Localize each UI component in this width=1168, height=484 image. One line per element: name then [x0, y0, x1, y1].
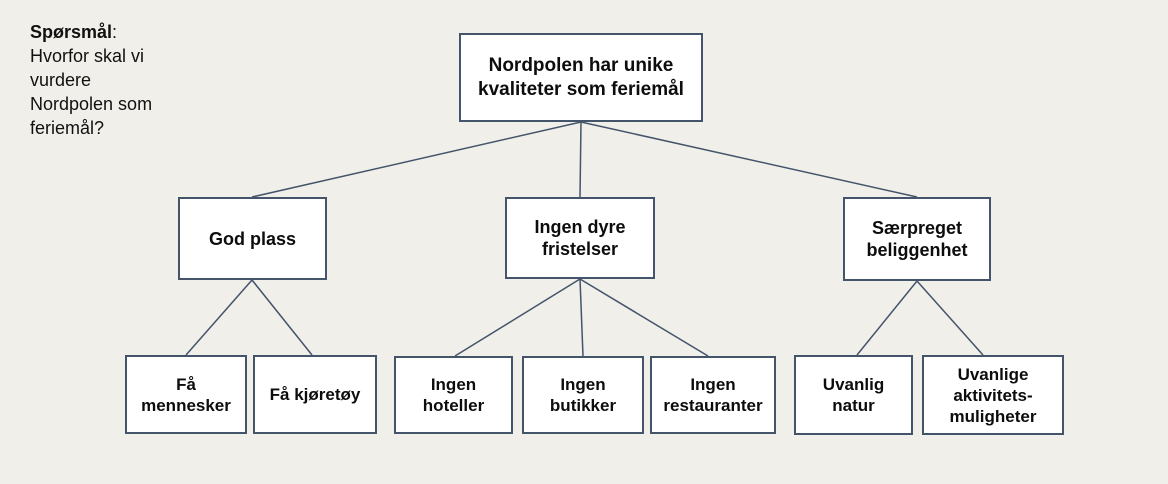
question-text: Hvorfor skal vi vurdere Nordpolen som fe… — [30, 46, 153, 138]
node-root: Nordpolen har unike kvaliteter som ferie… — [459, 33, 703, 122]
question-label: Spørsmål — [30, 22, 113, 42]
node-uvanlig-natur: Uvanlig natur — [794, 355, 913, 435]
node-ingen-butikker-label: Ingen butikker — [549, 375, 617, 415]
connector-godplass-kjoretoy — [251, 279, 313, 356]
connector-ingendyre-hoteller — [454, 278, 581, 357]
connector-root-ingen-dyre — [579, 121, 582, 198]
node-faa-mennesker-label: Få mennesker — [141, 374, 231, 415]
node-saerpreget-beliggenhet-label: Særpreget beliggenhet — [866, 218, 968, 260]
node-ingen-dyre-fristelser: Ingen dyre fristelser — [505, 197, 655, 279]
question-block: Spørsmål: Hvorfor skal vi vurdere Nordpo… — [30, 20, 210, 140]
node-god-plass-label: God plass — [208, 228, 297, 249]
connector-root-god-plass — [251, 121, 582, 198]
node-ingen-restauranter-label: Ingen restauranter — [663, 375, 763, 415]
connector-saerpreget-natur — [856, 280, 918, 356]
node-faa-kjoretoy-label: Få kjøretøy — [269, 385, 361, 404]
node-ingen-dyre-fristelser-label: Ingen dyre fristelser — [534, 217, 626, 259]
question-colon: : — [112, 22, 118, 42]
connector-ingendyre-restauranter — [579, 278, 709, 357]
node-ingen-hoteller-label: Ingen hoteller — [422, 375, 485, 415]
node-uvanlige-aktivitetsmuligheter: Uvanlige aktivitets- muligheter — [922, 355, 1064, 435]
node-root-label: Nordpolen har unike kvaliteter som ferie… — [478, 54, 684, 100]
node-ingen-restauranter: Ingen restauranter — [650, 356, 776, 434]
connector-godplass-mennesker — [185, 279, 253, 356]
node-faa-mennesker: Få mennesker — [125, 355, 247, 434]
node-uvanlige-aktivitetsmuligheter-label: Uvanlige aktivitets- muligheter — [949, 364, 1037, 426]
node-saerpreget-beliggenhet: Særpreget beliggenhet — [843, 197, 991, 281]
node-ingen-butikker: Ingen butikker — [522, 356, 644, 434]
connector-root-saerpreget — [580, 121, 918, 198]
connector-saerpreget-aktiviteter — [916, 280, 984, 356]
node-god-plass: God plass — [178, 197, 327, 280]
connector-ingendyre-butikker — [579, 278, 584, 357]
node-uvanlig-natur-label: Uvanlig natur — [822, 375, 885, 415]
node-ingen-hoteller: Ingen hoteller — [394, 356, 513, 434]
node-faa-kjoretoy: Få kjøretøy — [253, 355, 377, 434]
